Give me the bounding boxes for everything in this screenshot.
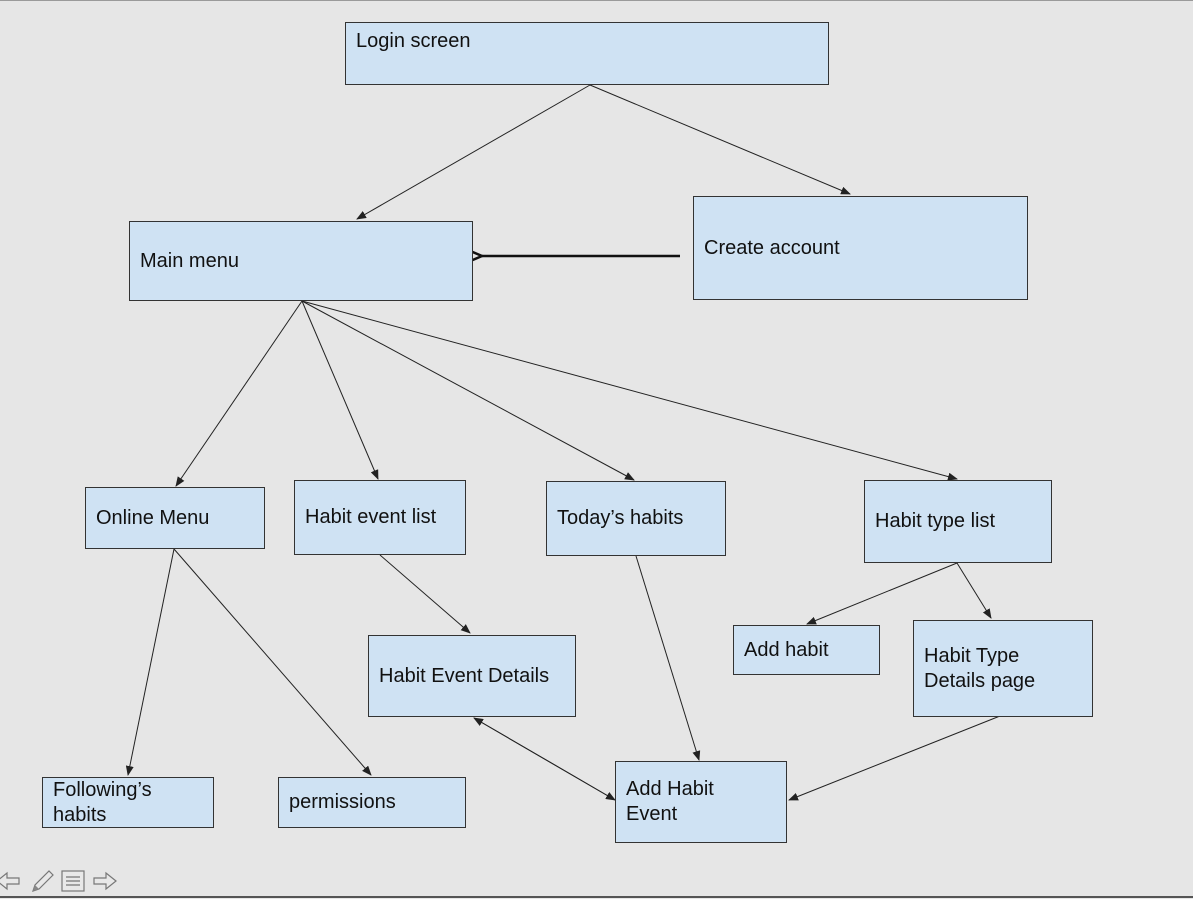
node-label: Online Menu [96, 506, 210, 529]
edge-login-to-create-account [589, 84, 851, 195]
node-online-menu: Online Menu [85, 487, 265, 549]
edge-main-to-todays-habits [301, 300, 635, 481]
edge-main-to-habit-event-list [301, 300, 379, 480]
node-followings-habits: Following’s habits [42, 777, 214, 828]
edge-type-details-to-add-habit-event [788, 715, 1001, 801]
top-border [0, 0, 1193, 1]
node-label: permissions [289, 791, 396, 813]
notes-icon[interactable] [59, 868, 87, 894]
edge-login-to-main-menu [356, 84, 591, 220]
node-habit-type-details: Habit Type Details page [913, 620, 1093, 717]
node-label: Habit event list [305, 506, 437, 528]
edge-add-habit-event-to-event-details-2 [473, 717, 616, 801]
node-todays-habits: Today’s habits [546, 481, 726, 556]
node-label: Today’s habits [557, 507, 684, 529]
node-habit-type-list: Habit type list [864, 480, 1052, 563]
node-habit-event-details: Habit Event Details [368, 635, 576, 717]
node-label: Following’s habits [53, 778, 152, 826]
edge-type-list-to-type-details [956, 562, 992, 619]
edge-online-to-followings-habits [125, 548, 175, 776]
forward-arrow-icon[interactable] [91, 868, 119, 894]
node-label: Add Habit Event [626, 778, 714, 825]
edge-type-list-to-add-habit [806, 562, 958, 625]
node-label: Add habit [744, 638, 829, 661]
bottom-border [0, 896, 1193, 898]
edge-event-list-to-event-details [379, 554, 471, 634]
node-label: Habit Event Details [379, 664, 550, 687]
edge-todays-to-add-habit-event [635, 555, 701, 761]
edge-online-to-permissions [173, 548, 372, 776]
node-create-account: Create account [693, 196, 1028, 300]
node-habit-event-list: Habit event list [294, 480, 466, 555]
node-label: Main menu [140, 249, 239, 272]
node-main-menu: Main menu [129, 221, 473, 301]
node-label: Login screen [356, 30, 471, 52]
back-arrow-icon[interactable] [0, 868, 22, 894]
edge-main-to-habit-type-list [301, 300, 958, 481]
node-permissions: permissions [278, 777, 466, 828]
node-label: Create account [704, 236, 840, 259]
node-label: Habit type list [875, 510, 996, 532]
node-add-habit-event: Add Habit Event [615, 761, 787, 843]
node-label: Habit Type Details page [924, 644, 1036, 692]
node-login-screen: Login screen [345, 22, 829, 85]
pencil-icon[interactable] [28, 868, 56, 894]
node-add-habit: Add habit [733, 625, 880, 675]
edge-main-to-online-menu [175, 300, 303, 487]
